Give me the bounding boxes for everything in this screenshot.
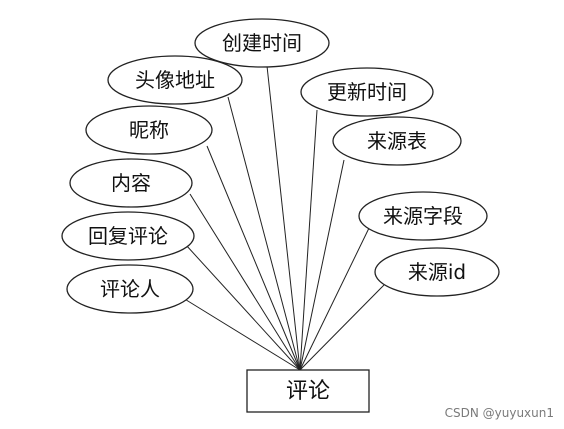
connector-line bbox=[182, 297, 301, 371]
attribute: 头像地址 bbox=[107, 55, 243, 105]
connector-line bbox=[185, 244, 301, 371]
entity-label: 评论 bbox=[286, 379, 330, 404]
connector-line bbox=[206, 145, 301, 371]
connector-line bbox=[299, 159, 345, 371]
connector-line bbox=[227, 96, 301, 371]
connector-line bbox=[299, 284, 385, 371]
attribute: 来源表 bbox=[332, 116, 462, 166]
attribute-label: 来源id bbox=[408, 260, 466, 284]
connector-lines bbox=[182, 65, 385, 371]
attribute: 来源字段 bbox=[358, 191, 488, 241]
attribute: 昵称 bbox=[85, 105, 213, 155]
attribute-label: 来源表 bbox=[367, 129, 427, 153]
attribute: 回复评论 bbox=[61, 211, 195, 261]
attribute-label: 评论人 bbox=[100, 277, 160, 301]
attribute-ellipse bbox=[374, 247, 500, 297]
attribute-ellipse bbox=[300, 67, 434, 117]
attribute-ellipse bbox=[358, 191, 488, 241]
attribute-ellipse bbox=[194, 18, 330, 68]
attribute: 来源id bbox=[374, 247, 500, 297]
attribute: 创建时间 bbox=[194, 18, 330, 68]
connector-line bbox=[299, 109, 318, 371]
attribute-label: 回复评论 bbox=[88, 224, 168, 248]
attribute-label: 更新时间 bbox=[327, 80, 407, 104]
attribute-ellipse bbox=[66, 264, 194, 314]
attribute-label: 昵称 bbox=[129, 118, 169, 142]
connector-line bbox=[189, 193, 301, 371]
attribute-label: 内容 bbox=[111, 171, 151, 195]
attribute-label: 创建时间 bbox=[222, 31, 302, 55]
entity-box bbox=[246, 369, 370, 413]
attribute-ellipse bbox=[85, 105, 213, 155]
attribute-label: 来源字段 bbox=[383, 204, 463, 228]
connector-line bbox=[266, 65, 301, 371]
attribute-ellipse bbox=[107, 55, 243, 105]
attribute: 更新时间 bbox=[300, 67, 434, 117]
attribute-ellipse bbox=[61, 211, 195, 261]
attribute-ellipse bbox=[332, 116, 462, 166]
watermark: CSDN @yuyuxun1 bbox=[444, 406, 554, 420]
attribute-label: 头像地址 bbox=[135, 68, 215, 92]
connector-line bbox=[299, 225, 371, 371]
attribute: 评论人 bbox=[66, 264, 194, 314]
attribute: 内容 bbox=[69, 158, 193, 208]
entity: 评论 bbox=[246, 369, 370, 413]
attribute-ellipse bbox=[69, 158, 193, 208]
